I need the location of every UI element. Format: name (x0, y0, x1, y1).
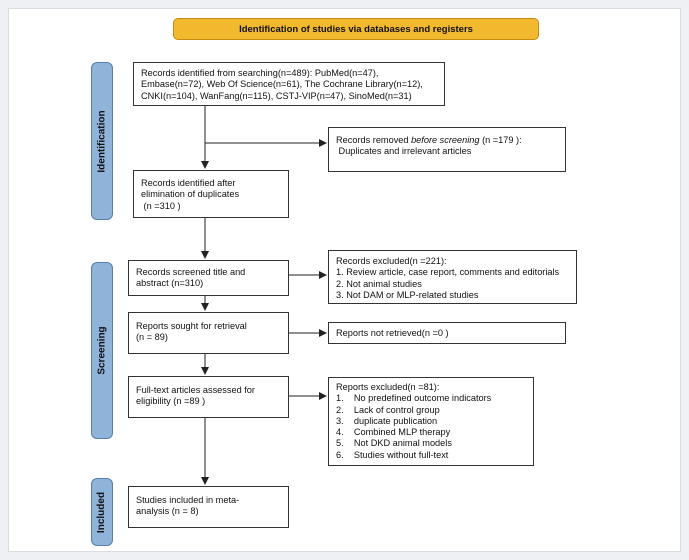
box-line: Reports not retrieved(n =0 ) (336, 328, 449, 338)
box-line: 1. Review article, case report, comments… (336, 267, 560, 278)
box-line: elimination of duplicates (141, 189, 240, 200)
box-line: 1. No predefined outcome indicators (336, 393, 492, 404)
stage-included-label: Included (96, 491, 108, 533)
box-line: 2. Not animal studies (336, 278, 422, 289)
box-line: 3. duplicate publication (336, 415, 438, 426)
box-line: 4. Combined MLP therapy (336, 427, 451, 438)
records-removed-box: Records removed before screening (n =179… (328, 127, 566, 172)
box-line: 2. Lack of control group (336, 404, 440, 415)
box-line: Records excluded(n =221): (336, 256, 447, 266)
records-removed-suffix: (n =179 ): (479, 135, 522, 145)
reports-not-retrieved-box: Reports not retrieved(n =0 ) (328, 322, 566, 344)
box-line: Duplicates and irrelevant articles (336, 146, 472, 157)
box-line: Records identified from searching(n=489)… (141, 68, 379, 78)
records-removed-italic: before screening (411, 135, 480, 145)
header-banner: Identification of studies via databases … (173, 18, 539, 40)
box-line: Reports excluded(n =81): (336, 382, 440, 392)
box-line: Records identified after (141, 178, 236, 188)
box-line: analysis (n = 8) (136, 506, 199, 517)
full-text-box: Full-text articles assessed for eligibil… (128, 376, 289, 418)
box-line: Reports sought for retrieval (136, 321, 247, 331)
records-removed-prefix: Records removed (336, 135, 412, 145)
stage-included: Included (91, 478, 113, 546)
box-line: CNKI(n=104), WanFang(n=115), CSTJ-VIP(n=… (141, 90, 412, 101)
box-line: (n = 89) (136, 332, 168, 343)
box-line: (n =310 ) (141, 200, 181, 211)
records-screened-box: Records screened title and abstract (n=3… (128, 260, 289, 296)
studies-included-box: Studies included in meta- analysis (n = … (128, 486, 289, 528)
after-duplicates-box: Records identified after elimination of … (133, 170, 289, 218)
records-identified-box: Records identified from searching(n=489)… (133, 62, 445, 106)
reports-sought-box: Reports sought for retrieval (n = 89) (128, 312, 289, 354)
box-line: Full-text articles assessed for (136, 385, 255, 395)
stage-screening-label: Screening (96, 326, 108, 375)
records-excluded-box: Records excluded(n =221): 1. Review arti… (328, 250, 577, 304)
box-line: Embase(n=72), Web Of Science(n=61), The … (141, 79, 423, 90)
header-title: Identification of studies via databases … (239, 23, 473, 35)
box-line: 3. Not DAM or MLP-related studies (336, 289, 479, 300)
box-line: Records screened title and (136, 267, 246, 277)
stage-identification: Identification (91, 62, 113, 220)
box-line: Studies included in meta- (136, 495, 240, 505)
reports-excluded-box: Reports excluded(n =81): 1. No predefine… (328, 377, 534, 466)
stage-identification-label: Identification (96, 109, 108, 173)
box-line: Records removed before screening (n =179… (336, 135, 558, 146)
box-line: 6. Studies without full-text (336, 449, 449, 460)
stage-screening: Screening (91, 262, 113, 439)
box-line: 5. Not DKD animal models (336, 438, 452, 449)
box-line: eligibility (n =89 ) (136, 396, 206, 407)
box-line: abstract (n=310) (136, 278, 204, 289)
